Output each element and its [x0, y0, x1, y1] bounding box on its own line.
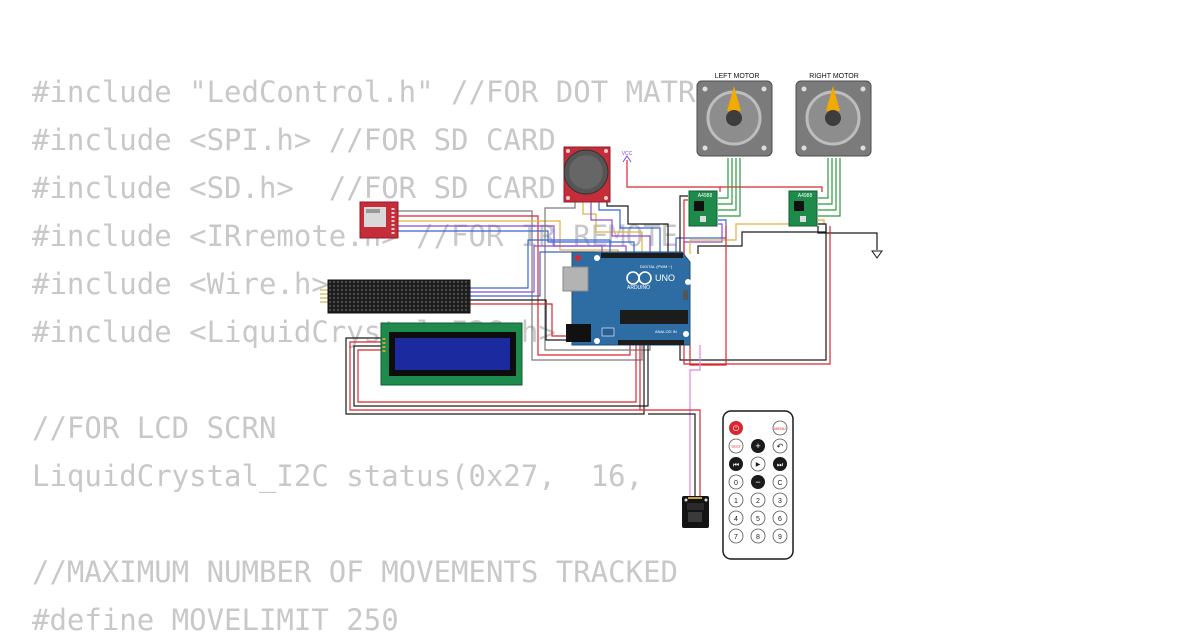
right-motor-arrow-icon [826, 86, 840, 111]
arduino-uno-board: DIGITAL (PWM ~) UNO ARDUINO ANALOG IN [562, 251, 691, 346]
vcc-label: VCC [622, 151, 633, 157]
left-stepper-motor: LEFT MOTOR [696, 73, 773, 157]
ir-remote: ⏻ MENU TEST + ↶ ⏮ ▶ ⏭ 0 − C 1 2 [722, 410, 794, 560]
code-line-5: #include <Wire.h> [32, 267, 329, 301]
remote-key-8: 8 [756, 534, 760, 541]
vcc-symbol: VCC [622, 151, 633, 163]
right-stepper-motor: RIGHT MOTOR [795, 73, 872, 157]
remote-key-9: 9 [778, 534, 782, 541]
code-background: #include "LedControl.h" //FOR DOT MATRIX… [32, 68, 730, 644]
remote-key-3: 3 [778, 498, 782, 505]
arduino-model-label: UNO [655, 273, 675, 283]
driver-right-label: A4988 [798, 193, 813, 199]
remote-minus-icon: − [755, 477, 760, 487]
arduino-analog-label: ANALOG IN [655, 329, 677, 334]
remote-clear-label: C [777, 480, 782, 487]
code-line-8: //FOR LCD SCRN [32, 411, 277, 445]
code-line-3: #include <SD.h> //FOR SD CARD [32, 171, 556, 205]
remote-next-icon: ⏭ [777, 462, 784, 469]
ground-icon [871, 250, 883, 259]
stepper-driver-right: A4988 [788, 190, 818, 227]
circuit-diagram: VCC LEFT MOTOR RIGHT MOTOR A4988 A4988 [320, 73, 883, 560]
left-motor-label: LEFT MOTOR [715, 73, 760, 80]
remote-plus-icon: + [755, 441, 760, 451]
remote-prev-icon: ⏮ [733, 462, 739, 469]
lcd-screen [380, 322, 523, 386]
remote-menu-label: MENU [774, 426, 786, 431]
code-line-2: #include <SPI.h> //FOR SD CARD [32, 123, 556, 157]
sd-card-module [359, 201, 399, 239]
remote-key-5: 5 [756, 516, 760, 523]
code-line-1: #include "LedControl.h" //FOR DOT MATRIX [32, 75, 731, 109]
remote-key-4: 4 [734, 516, 738, 523]
left-motor-arrow-icon [727, 86, 741, 111]
stepper-driver-left: A4988 [688, 190, 718, 227]
right-motor-label: RIGHT MOTOR [809, 73, 859, 80]
remote-key-2: 2 [756, 498, 760, 505]
dot-matrix-display [320, 279, 471, 314]
code-line-9: LiquidCrystal_I2C status(0x27, 16, [32, 459, 644, 493]
joystick-module [563, 146, 611, 203]
arduino-digital-label: DIGITAL (PWM ~) [640, 264, 673, 269]
remote-power-icon: ⏻ [733, 424, 740, 433]
code-line-11: //MAXIMUM NUMBER OF MOVEMENTS TRACKED [32, 555, 679, 589]
remote-key-7: 7 [734, 534, 738, 541]
ir-receiver-module [682, 496, 709, 528]
remote-key-6: 6 [778, 516, 782, 523]
remote-key-1: 1 [734, 498, 738, 505]
remote-key-0: 0 [734, 480, 738, 487]
arduino-brand-label: ARDUINO [627, 285, 650, 291]
remote-play-icon: ▶ [756, 462, 761, 468]
remote-back-icon: ↶ [777, 442, 784, 451]
driver-left-label: A4988 [698, 193, 713, 199]
remote-test-label: TEST [731, 444, 742, 449]
